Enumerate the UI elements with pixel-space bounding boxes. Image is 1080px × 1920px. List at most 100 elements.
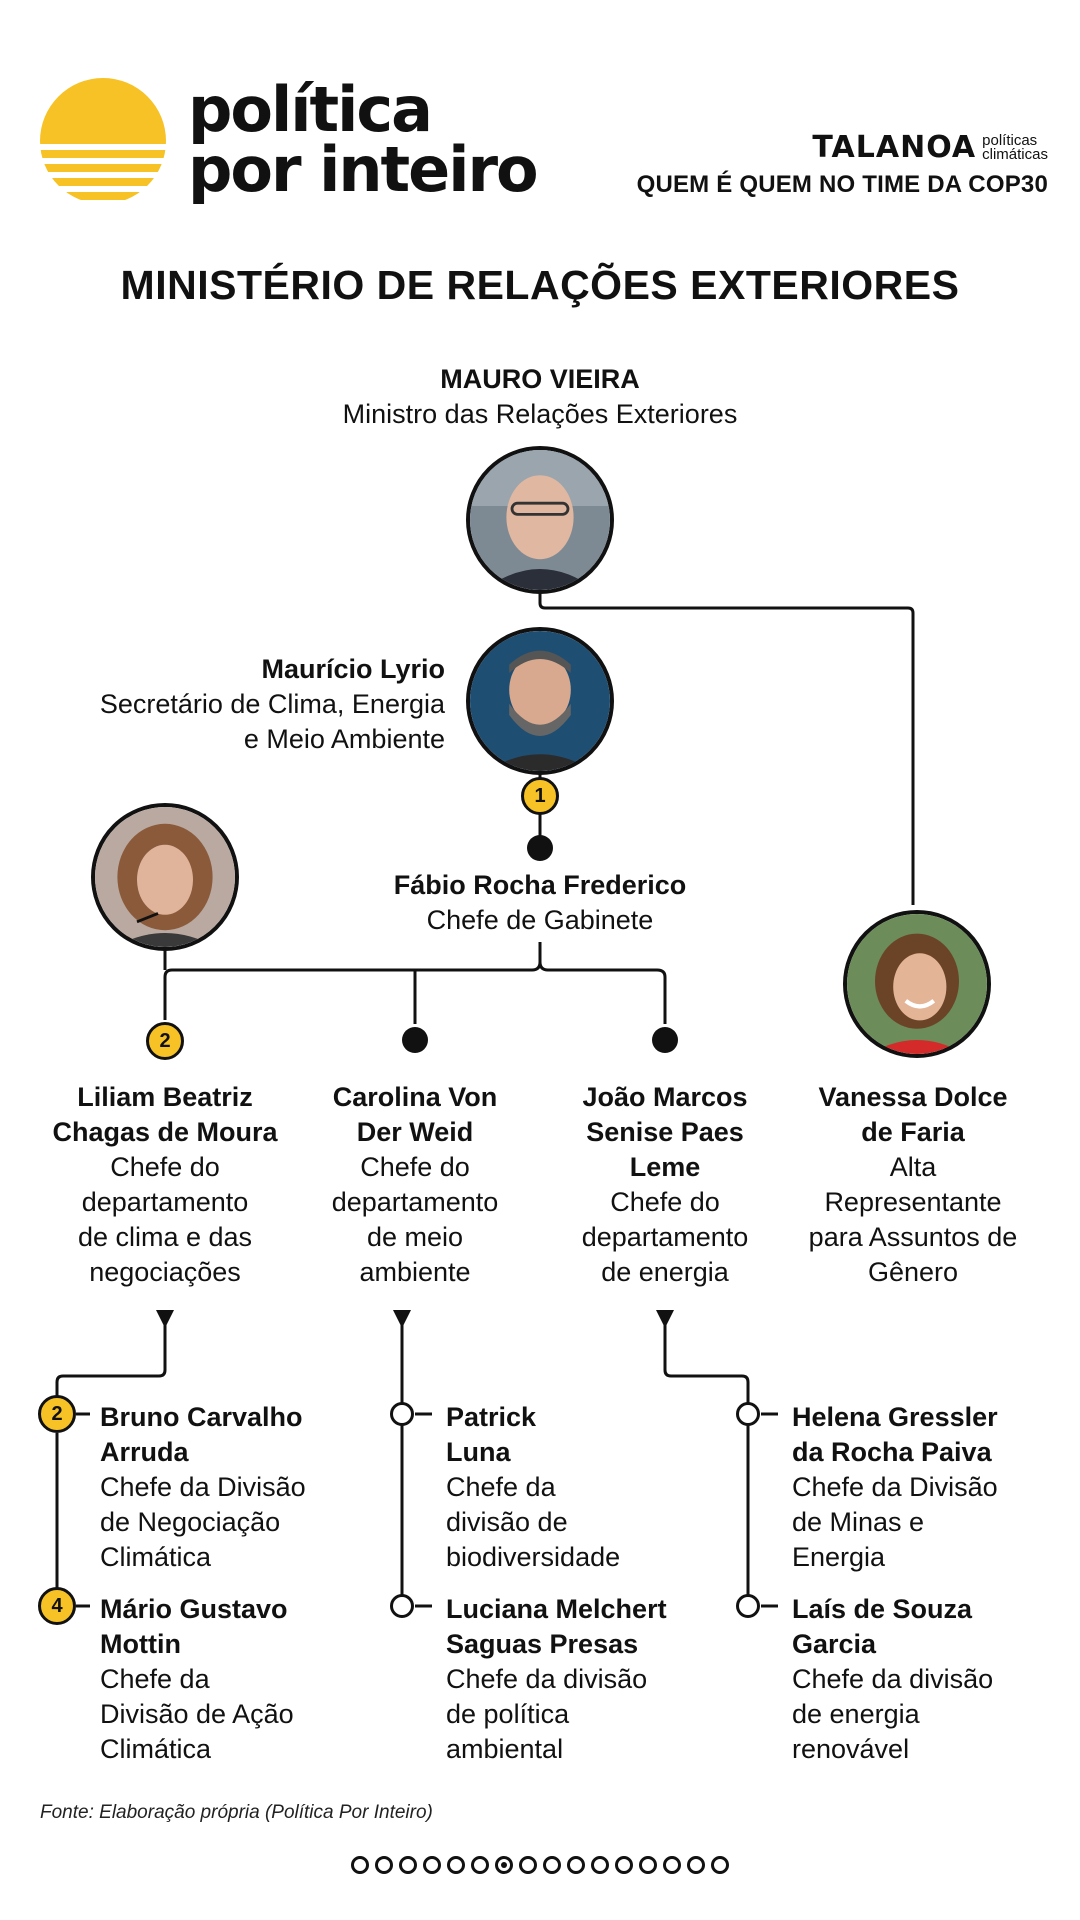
partner-block: TALANOA políticas climáticas QUEM É QUEM… [637, 130, 1048, 199]
div-4-text: Luciana Melchert Saguas Presas Chefe da … [446, 1592, 736, 1767]
pagination-dot-7[interactable] [495, 1856, 513, 1874]
dept-4-role-4: Gênero [867, 1257, 959, 1287]
dept-2-role-4: ambiente [359, 1257, 471, 1287]
pagination-dot-13[interactable] [639, 1856, 657, 1874]
secretary-name: Maurício Lyrio [261, 654, 445, 684]
logo-line-2: por inteiro [188, 133, 539, 206]
dept-2-name-1: Carolina Von [332, 1082, 498, 1112]
div-3-role-3: biodiversidade [446, 1542, 621, 1572]
chief-role: Chefe de Gabinete [426, 905, 654, 935]
pagination-dot-6[interactable] [471, 1856, 489, 1874]
div-5-text: Helena Gressler da Rocha Paiva Chefe da … [792, 1400, 1062, 1575]
div-5-name-2: da Rocha Paiva [792, 1437, 992, 1467]
div-1-name-2: Arruda [100, 1437, 189, 1467]
dept-1-badge: 2 [146, 1022, 184, 1060]
dept-2-node-dot [402, 1027, 428, 1053]
div-2-name-1: Mário Gustavo [100, 1594, 288, 1624]
div-4-role-1: Chefe da divisão [446, 1664, 648, 1694]
logo-line-1: política [188, 73, 433, 146]
div-3-name-2: Luna [446, 1437, 511, 1467]
div-4-node [390, 1594, 414, 1618]
pagination-dot-5[interactable] [447, 1856, 465, 1874]
minister-text: MAURO VIEIRA Ministro das Relações Exter… [240, 362, 840, 432]
chief-node-dot [527, 835, 553, 861]
pagination-dot-14[interactable] [663, 1856, 681, 1874]
div-4-name-2: Saguas Presas [446, 1629, 639, 1659]
div-2-badge: 4 [38, 1587, 76, 1625]
div-1-name-1: Bruno Carvalho [100, 1402, 303, 1432]
secretary-badge: 1 [521, 777, 559, 815]
series-title: QUEM É QUEM NO TIME DA COP30 [636, 171, 1048, 198]
partner-subtitle: políticas climáticas [982, 133, 1048, 162]
div-6-node [736, 1594, 760, 1618]
pagination-dot-10[interactable] [567, 1856, 585, 1874]
div-3-text: Patrick Luna Chefe da divisão de biodive… [446, 1400, 716, 1575]
dept-1-role-4: negociações [89, 1257, 241, 1287]
dept-3-role-3: de energia [601, 1257, 729, 1287]
pagination-dot-12[interactable] [615, 1856, 633, 1874]
div-6-role-3: renovável [792, 1734, 910, 1764]
secretary-photo [466, 627, 614, 775]
dept-1-text: Liliam Beatriz Chagas de Moura Chefe do … [30, 1080, 300, 1290]
div-2-role-2: Divisão de Ação [100, 1699, 294, 1729]
secretary-role-line1: Secretário de Clima, Energia [99, 689, 445, 719]
arrow-down-icon [393, 1310, 411, 1328]
dept-3-name-3: Leme [629, 1152, 701, 1182]
pagination-dot-9[interactable] [543, 1856, 561, 1874]
div-1-role-3: Climática [100, 1542, 212, 1572]
page-title: MINISTÉRIO DE RELAÇÕES EXTERIORES [120, 262, 960, 308]
pagination-dot-3[interactable] [399, 1856, 417, 1874]
dept-1-name-1: Liliam Beatriz [77, 1082, 253, 1112]
dept-3-node-dot [652, 1027, 678, 1053]
dept-1-role-2: departamento [81, 1187, 249, 1217]
dept-2-text: Carolina Von Der Weid Chefe do departame… [305, 1080, 525, 1290]
minister-photo [466, 446, 614, 594]
div-4-role-3: ambiental [446, 1734, 564, 1764]
div-4-name-1: Luciana Melchert [446, 1594, 667, 1624]
partner-logo: TALANOA [812, 130, 977, 165]
brand-logo-text: política por inteiro [188, 73, 539, 206]
dept-1-photo [91, 803, 239, 951]
pagination-dot-2[interactable] [375, 1856, 393, 1874]
pagination-dot-11[interactable] [591, 1856, 609, 1874]
chief-text: Fábio Rocha Frederico Chefe de Gabinete [290, 868, 790, 938]
div-3-role-1: Chefe da [446, 1472, 556, 1502]
source-note: Fonte: Elaboração própria (Política Por … [40, 1802, 433, 1823]
minister-role: Ministro das Relações Exteriores [342, 399, 738, 429]
arrow-down-icon [656, 1310, 674, 1328]
dept-3-name-2: Senise Paes [586, 1117, 744, 1147]
div-6-text: Laís de Souza Garcia Chefe da divisão de… [792, 1592, 1062, 1767]
div-6-role-1: Chefe da divisão [792, 1664, 994, 1694]
dept-4-role-3: para Assuntos de [808, 1222, 1018, 1252]
dept-3-role-1: Chefe do [610, 1187, 720, 1217]
div-5-node [736, 1402, 760, 1426]
pagination-dot-15[interactable] [687, 1856, 705, 1874]
dept-2-role-2: departamento [331, 1187, 499, 1217]
div-5-role-3: Energia [792, 1542, 886, 1572]
carousel-pagination[interactable] [0, 1856, 1080, 1874]
div-3-node [390, 1402, 414, 1426]
dept-2-role-1: Chefe do [360, 1152, 470, 1182]
secretary-text: Maurício Lyrio Secretário de Clima, Ener… [30, 652, 445, 757]
pagination-dot-4[interactable] [423, 1856, 441, 1874]
div-6-name-1: Laís de Souza [792, 1594, 973, 1624]
div-3-name-1: Patrick [446, 1402, 537, 1432]
secretary-role-line2: e Meio Ambiente [243, 724, 445, 754]
pagination-dot-1[interactable] [351, 1856, 369, 1874]
div-2-text: Mário Gustavo Mottin Chefe da Divisão de… [100, 1592, 370, 1767]
dept-3-role-2: departamento [581, 1222, 749, 1252]
dept-1-role-3: de clima e das [77, 1222, 253, 1252]
div-1-text: Bruno Carvalho Arruda Chefe da Divisão d… [100, 1400, 370, 1575]
dept-3-name-1: João Marcos [582, 1082, 748, 1112]
div-6-name-2: Garcia [792, 1629, 877, 1659]
pagination-dot-16[interactable] [711, 1856, 729, 1874]
dept-3-text: João Marcos Senise Paes Leme Chefe do de… [555, 1080, 775, 1290]
dept-4-name-2: de Faria [861, 1117, 965, 1147]
div-3-role-2: divisão de [446, 1507, 568, 1537]
div-2-role-3: Climática [100, 1734, 212, 1764]
pagination-dot-8[interactable] [519, 1856, 537, 1874]
logo-sun-icon [40, 78, 166, 204]
div-1-badge: 2 [38, 1395, 76, 1433]
div-5-role-1: Chefe da Divisão [792, 1472, 998, 1502]
